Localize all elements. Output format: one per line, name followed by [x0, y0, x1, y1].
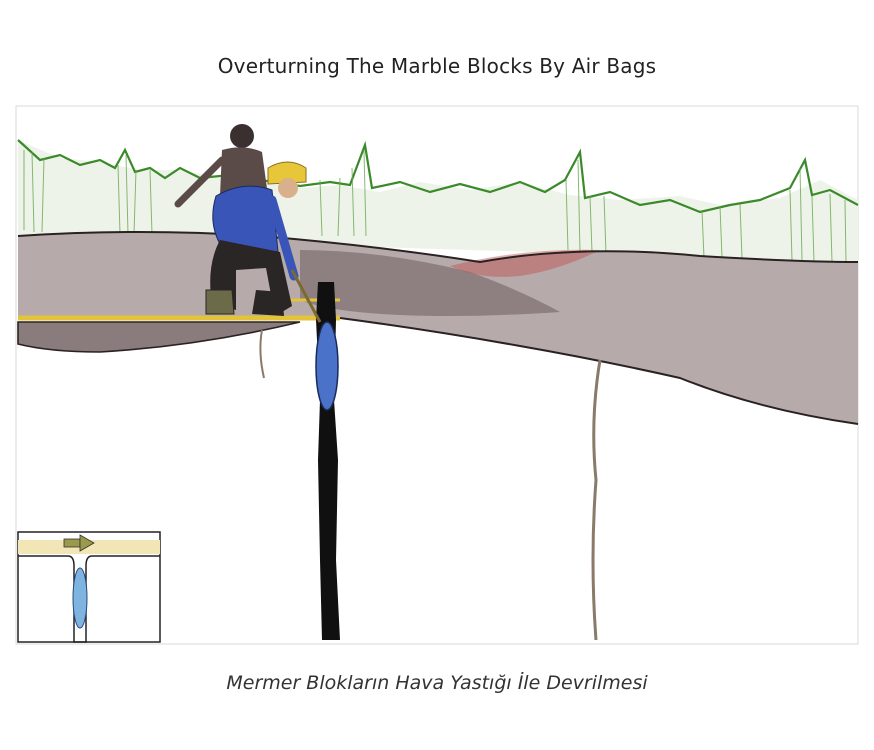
- grass-blades: [23, 149, 847, 263]
- soil-wedge-left: [17, 321, 301, 353]
- air-bag: [315, 321, 339, 411]
- worker-figure: [205, 161, 322, 323]
- soil-red-tint: [450, 249, 600, 277]
- soil-dark-patch: [300, 250, 560, 316]
- secondary-crack: [591, 359, 602, 641]
- helper-figure: [174, 124, 268, 208]
- soil-top-line: [17, 231, 859, 264]
- inset-air-bag: [72, 567, 88, 629]
- diagram-caption: Mermer Blokların Hava Yastığı İle Devril…: [226, 672, 648, 694]
- inset-diagram: [17, 531, 161, 643]
- direction-arrow: [63, 534, 95, 552]
- diagram-title: Overturning The Marble Blocks By Air Bag…: [217, 54, 657, 78]
